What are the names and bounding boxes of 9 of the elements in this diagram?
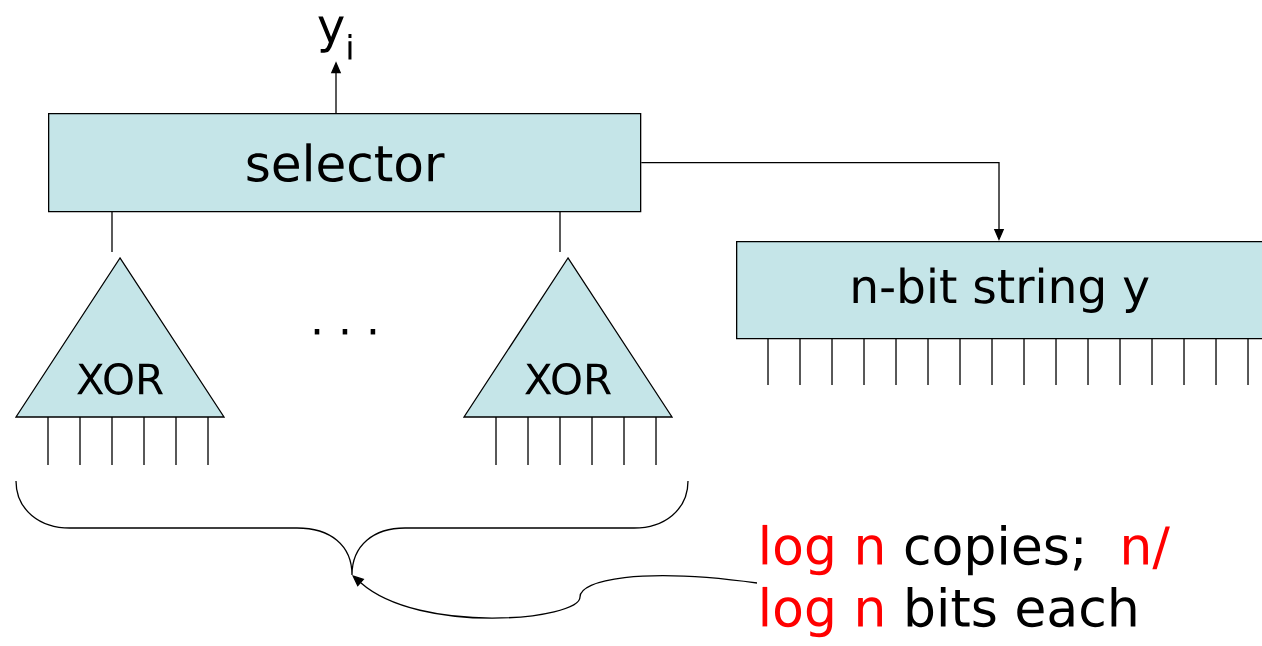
connector-line [559, 210, 561, 253]
brace [15, 480, 689, 576]
connector-line [111, 210, 113, 253]
register-box: n-bit string y [736, 241, 1262, 340]
ellipsis: · · · [314, 329, 376, 335]
register-box: selector [48, 113, 642, 213]
leader-line [352, 575, 758, 619]
output-label: y$_{i}$ [318, 16, 352, 60]
annotation-text: log n copies; n/ log n bits each [762, 524, 1170, 638]
